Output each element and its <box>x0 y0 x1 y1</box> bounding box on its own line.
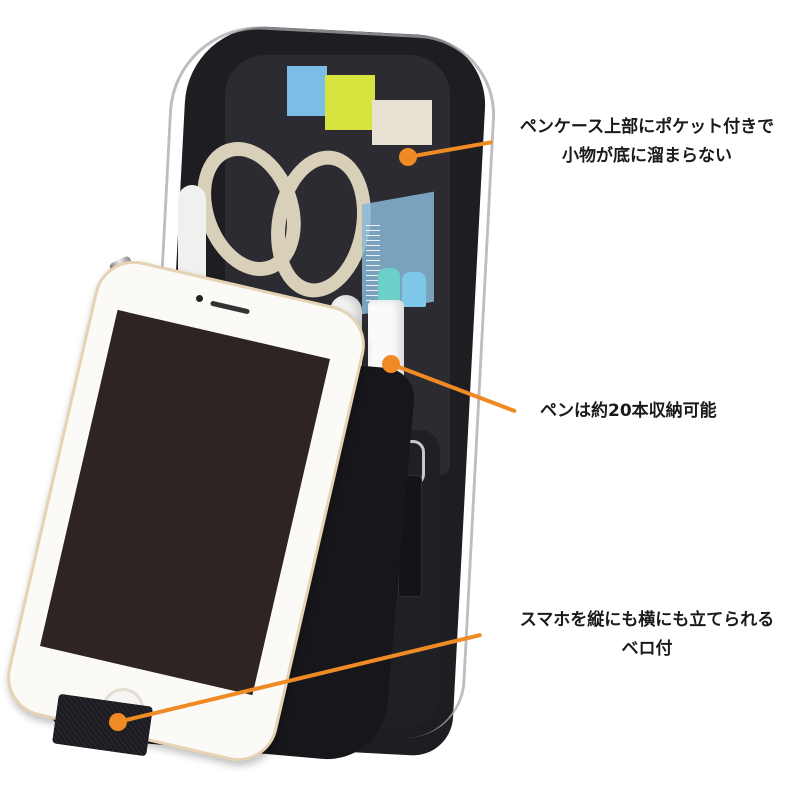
pen-white-back <box>178 185 206 280</box>
ruler-ticks <box>366 225 380 305</box>
eraser <box>372 100 432 145</box>
sticky-note-blue <box>287 66 327 116</box>
smartphone-camera <box>196 295 203 302</box>
callout-pens-line-1: ペンは約20本収納可能 <box>540 401 717 421</box>
sticky-note-yellow <box>325 75 375 130</box>
callout-stand-line-2: ベロ付 <box>621 639 673 659</box>
callout-text-pocket: ペンケース上部にポケット付きで 小物が底に溜まらない <box>496 113 798 171</box>
callout-pocket-line-2: 小物が底に溜まらない <box>562 146 732 166</box>
callout-pocket-line-1: ペンケース上部にポケット付きで <box>519 117 775 137</box>
callout-stand-line-1: スマホを縦にも横にも立てられる <box>519 610 775 630</box>
callout-dot-stand-tab <box>109 713 127 731</box>
callout-dot-pens <box>382 355 400 373</box>
callout-text-stand-tab: スマホを縦にも横にも立てられる ベロ付 <box>494 606 800 664</box>
callout-text-pens: ペンは約20本収納可能 <box>540 397 717 426</box>
pen-cap-teal <box>378 268 400 303</box>
callout-dot-pocket <box>399 148 417 166</box>
pen-cap-blue <box>402 272 426 307</box>
